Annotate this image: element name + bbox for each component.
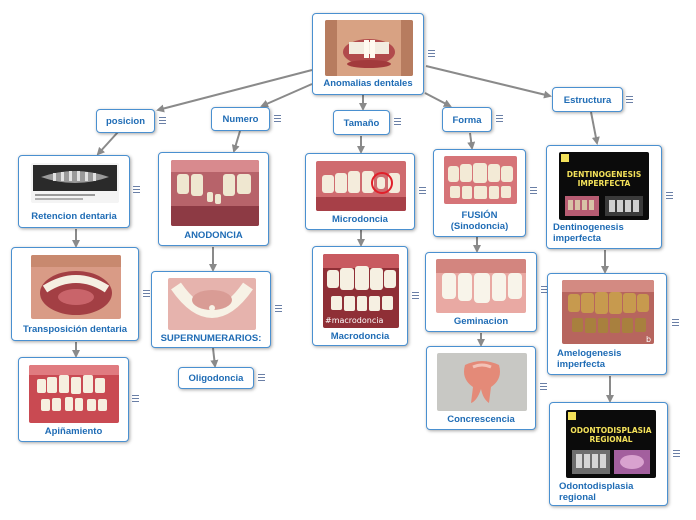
edge-root-estructura — [425, 65, 552, 99]
odontodisplasia-image: ODONTODISPLASIA REGIONAL — [566, 410, 656, 478]
fusion-menu-icon[interactable] — [530, 187, 537, 194]
odontodisplasia-label: Odontodisplasia regional — [559, 481, 634, 503]
retencion-label: Retencion dentaria — [31, 211, 117, 222]
edge-estructura-dentinogenesis — [590, 111, 600, 145]
root-label: Anomalias dentales — [323, 78, 413, 89]
forma-menu-icon[interactable] — [496, 115, 503, 122]
node-forma[interactable]: Forma — [442, 107, 492, 132]
node-tamano[interactable]: Tamaño — [333, 110, 390, 135]
amelogenesis-label: Amelogenesis imperfecta — [557, 348, 622, 370]
supernumerarios-label: SUPERNUMERARIOS: — [160, 333, 262, 344]
transposicion-menu-icon[interactable] — [143, 290, 150, 297]
concrescencia-menu-icon[interactable] — [540, 383, 547, 390]
concrescencia-label: Concrescencia — [447, 414, 515, 425]
dentinogenesis-image: DENTINOGENESIS IMPERFECTA — [559, 152, 649, 220]
apinamiento-menu-icon[interactable] — [132, 395, 139, 402]
edge-root-forma — [424, 92, 452, 107]
anodoncia-image — [171, 160, 259, 226]
posicion-label: posicion — [105, 116, 146, 127]
macrodoncia-watermark: #macrodoncia — [325, 316, 384, 325]
geminacion-menu-icon[interactable] — [541, 286, 548, 293]
node-posicion[interactable]: posicion — [96, 109, 155, 133]
node-estructura[interactable]: Estructura — [552, 87, 623, 112]
panoramic-xray-image — [31, 163, 119, 203]
girl-smile-image — [325, 20, 413, 76]
macrodoncia-label: Macrodoncia — [330, 331, 390, 342]
dentinogenesis-label: Dentinogenesis imperfecta — [553, 222, 624, 244]
amelogenesis-menu-icon[interactable] — [672, 319, 679, 326]
edge-root-posicion — [156, 69, 313, 113]
svg-text:b: b — [646, 335, 651, 344]
node-anodoncia[interactable]: ANODONCIA — [158, 152, 269, 246]
geminacion-image — [436, 259, 526, 313]
numero-label: Numero — [222, 114, 259, 125]
node-retencion-dentaria[interactable]: Retencion dentaria — [18, 155, 130, 228]
odontodisplasia-menu-icon[interactable] — [673, 450, 680, 457]
apinamiento-label: Apiñamiento — [44, 426, 103, 437]
microdoncia-menu-icon[interactable] — [419, 187, 426, 194]
edge-posicion-retencion — [96, 131, 119, 156]
anodoncia-label: ANODONCIA — [184, 230, 243, 241]
estructura-label: Estructura — [563, 95, 612, 106]
edge-numero-anodoncia — [231, 130, 241, 153]
estructura-menu-icon[interactable] — [626, 96, 633, 103]
node-geminacion[interactable]: Geminacion — [425, 252, 537, 332]
tamano-menu-icon[interactable] — [394, 118, 401, 125]
node-transposicion-dentaria[interactable]: Transposición dentaria — [11, 247, 139, 341]
microdoncia-image — [316, 161, 406, 211]
posicion-menu-icon[interactable] — [159, 117, 166, 124]
macrodoncia-menu-icon[interactable] — [412, 292, 419, 299]
forma-label: Forma — [452, 115, 482, 126]
node-numero[interactable]: Numero — [211, 107, 270, 131]
oligodoncia-label: Oligodoncia — [188, 373, 244, 384]
supernumerarios-menu-icon[interactable] — [275, 305, 282, 312]
dentinogenesis-image-title: DENTINOGENESIS IMPERFECTA — [566, 170, 642, 188]
macrodoncia-image: #macrodoncia — [323, 254, 399, 328]
node-odontodisplasia[interactable]: ODONTODISPLASIA REGIONAL Odontodisplasia… — [549, 402, 668, 506]
transposicion-image — [31, 255, 121, 319]
node-microdoncia[interactable]: Microdoncia — [305, 153, 415, 230]
fusion-image — [444, 156, 517, 204]
oligodoncia-menu-icon[interactable] — [258, 374, 265, 381]
concrescencia-image — [437, 353, 527, 411]
node-apinamiento[interactable]: Apiñamiento — [18, 357, 129, 442]
retencion-menu-icon[interactable] — [133, 186, 140, 193]
edge-supernumerarios-oligodoncia — [210, 347, 219, 368]
node-anomalias-dentales[interactable]: Anomalias dentales — [312, 13, 424, 95]
node-fusion[interactable]: FUSIÓN (Sinodoncia) — [433, 149, 526, 237]
node-concrescencia[interactable]: Concrescencia — [426, 346, 536, 430]
edge-root-numero — [260, 83, 313, 108]
dentinogenesis-menu-icon[interactable] — [666, 192, 673, 199]
microdoncia-label: Microdoncia — [332, 214, 388, 225]
node-macrodoncia[interactable]: #macrodoncia Macrodoncia — [312, 246, 408, 346]
transposicion-label: Transposición dentaria — [23, 324, 127, 335]
node-dentinogenesis[interactable]: DENTINOGENESIS IMPERFECTA Dentinogenesis… — [546, 145, 662, 249]
fusion-label: FUSIÓN (Sinodoncia) — [450, 210, 509, 232]
tamano-label: Tamaño — [343, 118, 380, 129]
root-menu-icon[interactable] — [428, 50, 435, 57]
apinamiento-image — [29, 365, 119, 423]
amelogenesis-image: b — [562, 280, 654, 344]
numero-menu-icon[interactable] — [274, 115, 281, 122]
node-oligodoncia[interactable]: Oligodoncia — [178, 367, 254, 389]
geminacion-label: Geminacion — [453, 316, 509, 327]
supernumerarios-image — [168, 278, 256, 330]
node-supernumerarios[interactable]: SUPERNUMERARIOS: — [151, 271, 271, 348]
node-amelogenesis[interactable]: b Amelogenesis imperfecta — [547, 273, 667, 375]
odontodisplasia-image-title: ODONTODISPLASIA REGIONAL — [570, 426, 652, 444]
edge-forma-fusion — [467, 132, 476, 150]
